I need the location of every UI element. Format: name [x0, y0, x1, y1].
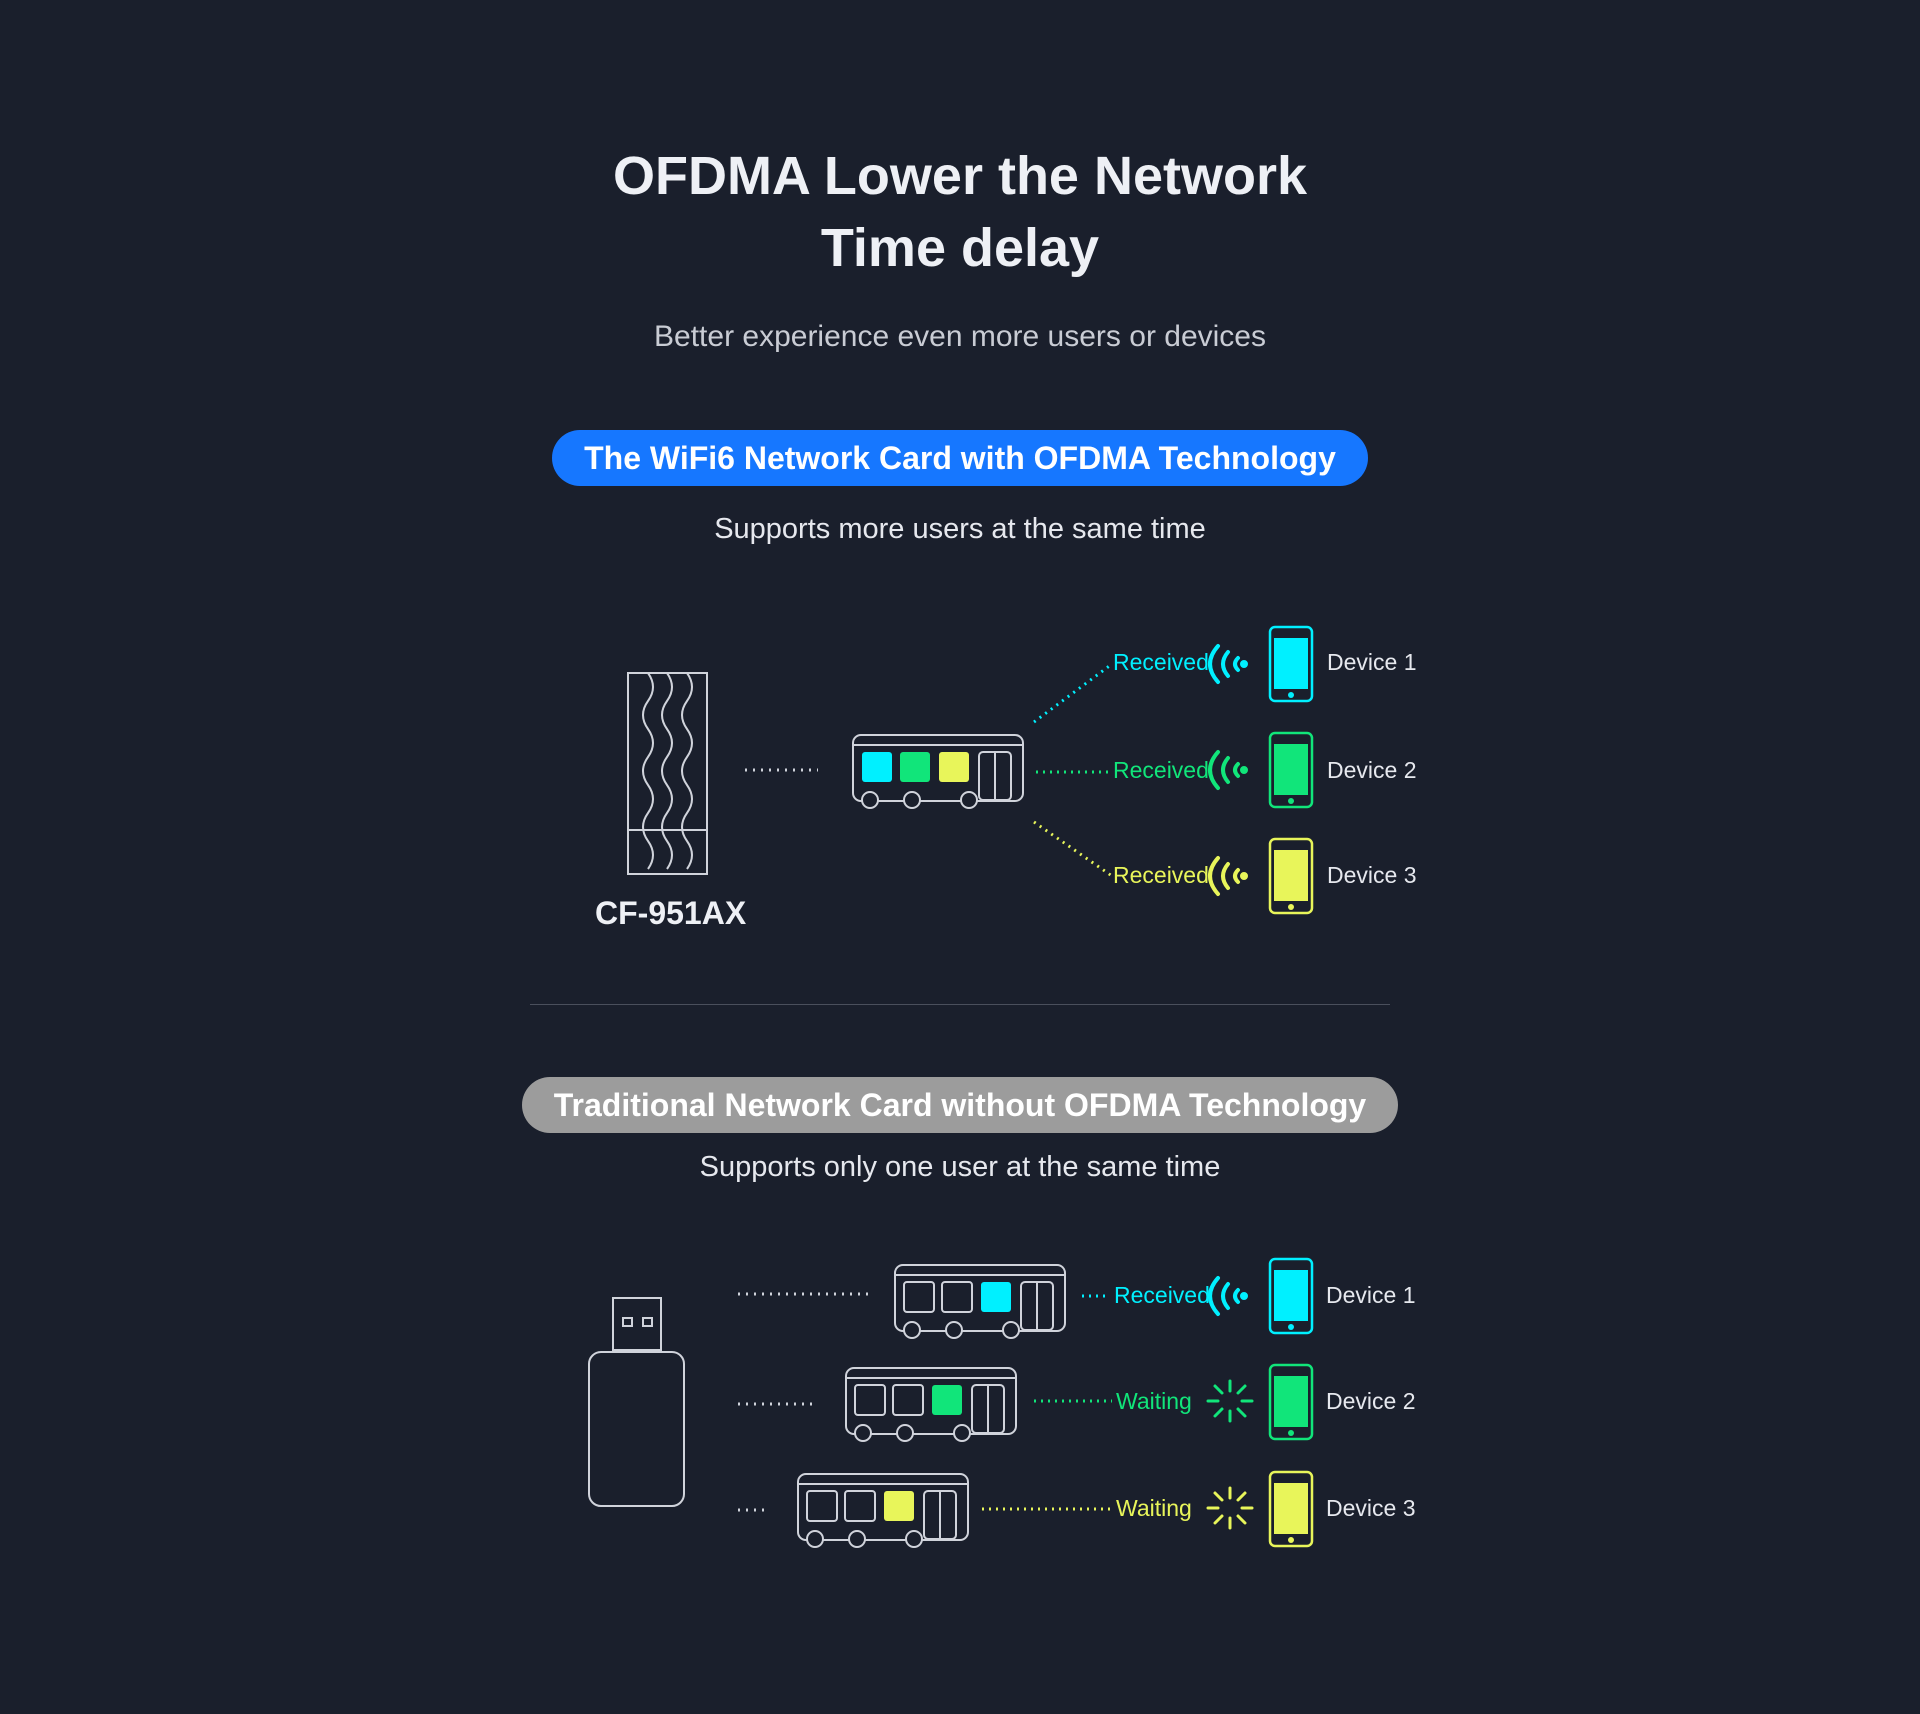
traditional-status-device-3: Waiting [1116, 1495, 1192, 1521]
traditional-bus-1-icon [894, 1264, 1066, 1339]
traditional-device-3-name: Device 3 [1326, 1495, 1416, 1521]
signal-icon-device-3 [1208, 856, 1248, 896]
ofdma-status-device-3: Received [1113, 862, 1209, 888]
traditional-bus-2-icon [845, 1367, 1017, 1442]
traditional-status-device-2: Waiting [1116, 1388, 1192, 1414]
traditional-caption: Supports only one user at the same time [699, 1151, 1221, 1183]
traditional-bus-3-icon [797, 1473, 969, 1548]
title-line-1: OFDMA Lower the Network [612, 146, 1308, 206]
bus-seat-device-2 [900, 752, 930, 782]
ofdma-path-device-3 [1033, 820, 1113, 878]
ofdma-device-3-name: Device 3 [1327, 862, 1417, 888]
ofdma-caption: Supports more users at the same time [714, 513, 1206, 545]
traditional-device-1-name: Device 1 [1326, 1282, 1416, 1308]
card-model-label: CF-951AX [595, 895, 747, 931]
phone-icon-traditional-device-1 [1268, 1257, 1314, 1335]
phone-icon-device-2 [1268, 731, 1314, 809]
page-subtitle: Better experience even more users or dev… [654, 320, 1266, 353]
signal-icon-device-1 [1208, 644, 1248, 684]
ofdma-badge-text: The WiFi6 Network Card with OFDMA Techno… [552, 430, 1368, 486]
bus-seat-device-1 [862, 752, 892, 782]
traditional-device-2-name: Device 2 [1326, 1388, 1416, 1414]
signal-icon-device-2 [1208, 750, 1248, 790]
loading-icon-device-3 [1206, 1486, 1254, 1530]
phone-icon-device-1 [1268, 625, 1314, 703]
traditional-badge-text: Traditional Network Card without OFDMA T… [521, 1077, 1399, 1133]
ofdma-status-device-2: Received [1113, 757, 1209, 783]
traditional-badge: Traditional Network Card without OFDMA T… [0, 1077, 1920, 1133]
page-title: OFDMA Lower the Network Time delay [0, 140, 1920, 284]
traditional-status-device-1: Received [1114, 1282, 1210, 1308]
section-divider [530, 1004, 1390, 1005]
signal-icon-traditional-device-1 [1208, 1276, 1248, 1316]
ofdma-path-device-1 [1033, 662, 1113, 724]
bus-seat-device-3 [939, 752, 969, 782]
ofdma-device-2-name: Device 2 [1327, 757, 1417, 783]
wifi6-card-icon [627, 672, 708, 875]
phone-icon-device-3 [1268, 837, 1314, 915]
phone-icon-traditional-device-3 [1268, 1470, 1314, 1548]
ofdma-device-1-name: Device 1 [1327, 649, 1417, 675]
usb-dongle-icon [588, 1297, 685, 1507]
ofdma-status-device-1: Received [1113, 649, 1209, 675]
phone-icon-traditional-device-2 [1268, 1363, 1314, 1441]
ofdma-bus-icon [852, 734, 1024, 809]
ofdma-badge: The WiFi6 Network Card with OFDMA Techno… [0, 430, 1920, 486]
loading-icon-device-2 [1206, 1379, 1254, 1423]
title-line-2: Time delay [820, 218, 1100, 278]
